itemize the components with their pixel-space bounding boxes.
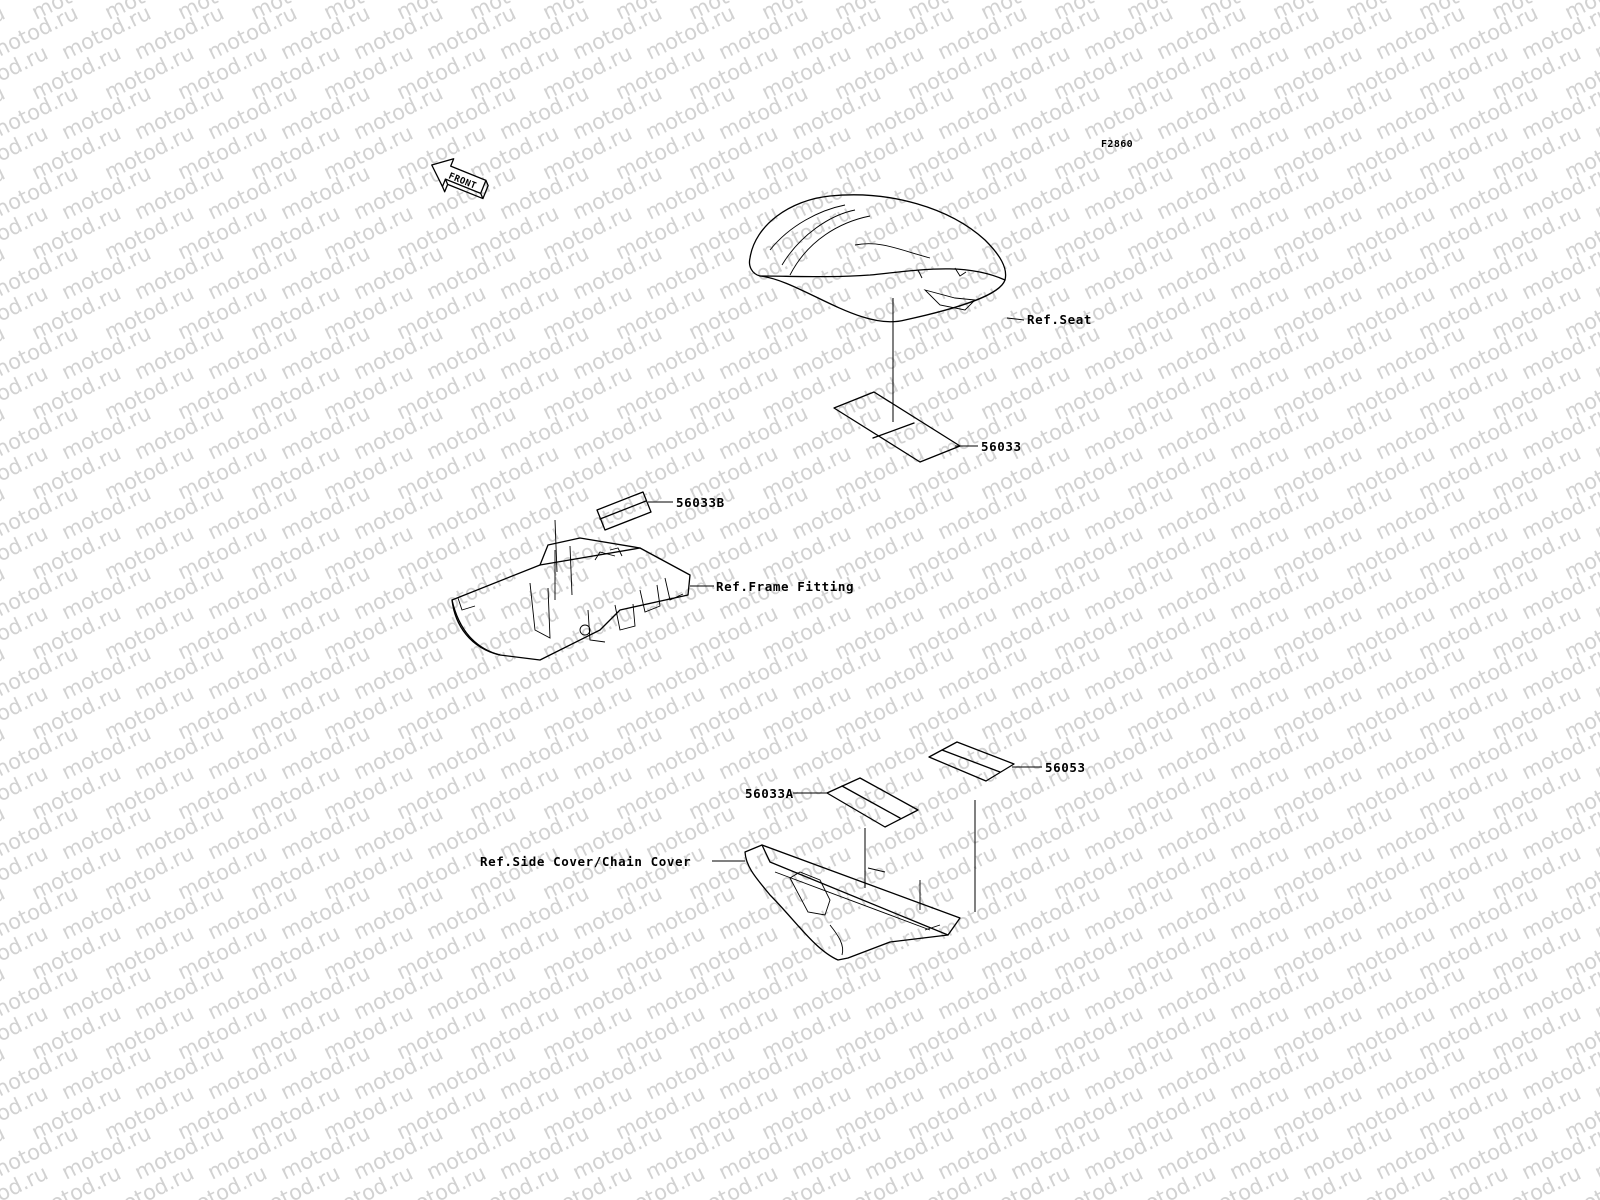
- callout-56053: 56053: [1045, 760, 1086, 775]
- callout-ref-side-chain-cover: Ref.Side Cover/Chain Cover: [480, 854, 691, 869]
- callout-56033: 56033: [981, 439, 1022, 454]
- callout-56033a: 56033A: [745, 786, 794, 801]
- callout-56033b: 56033B: [676, 495, 725, 510]
- callout-ref-seat: Ref.Seat: [1027, 312, 1092, 327]
- callout-ref-frame-fitting: Ref.Frame Fitting: [716, 579, 854, 594]
- figure-code: F2860: [1101, 139, 1133, 150]
